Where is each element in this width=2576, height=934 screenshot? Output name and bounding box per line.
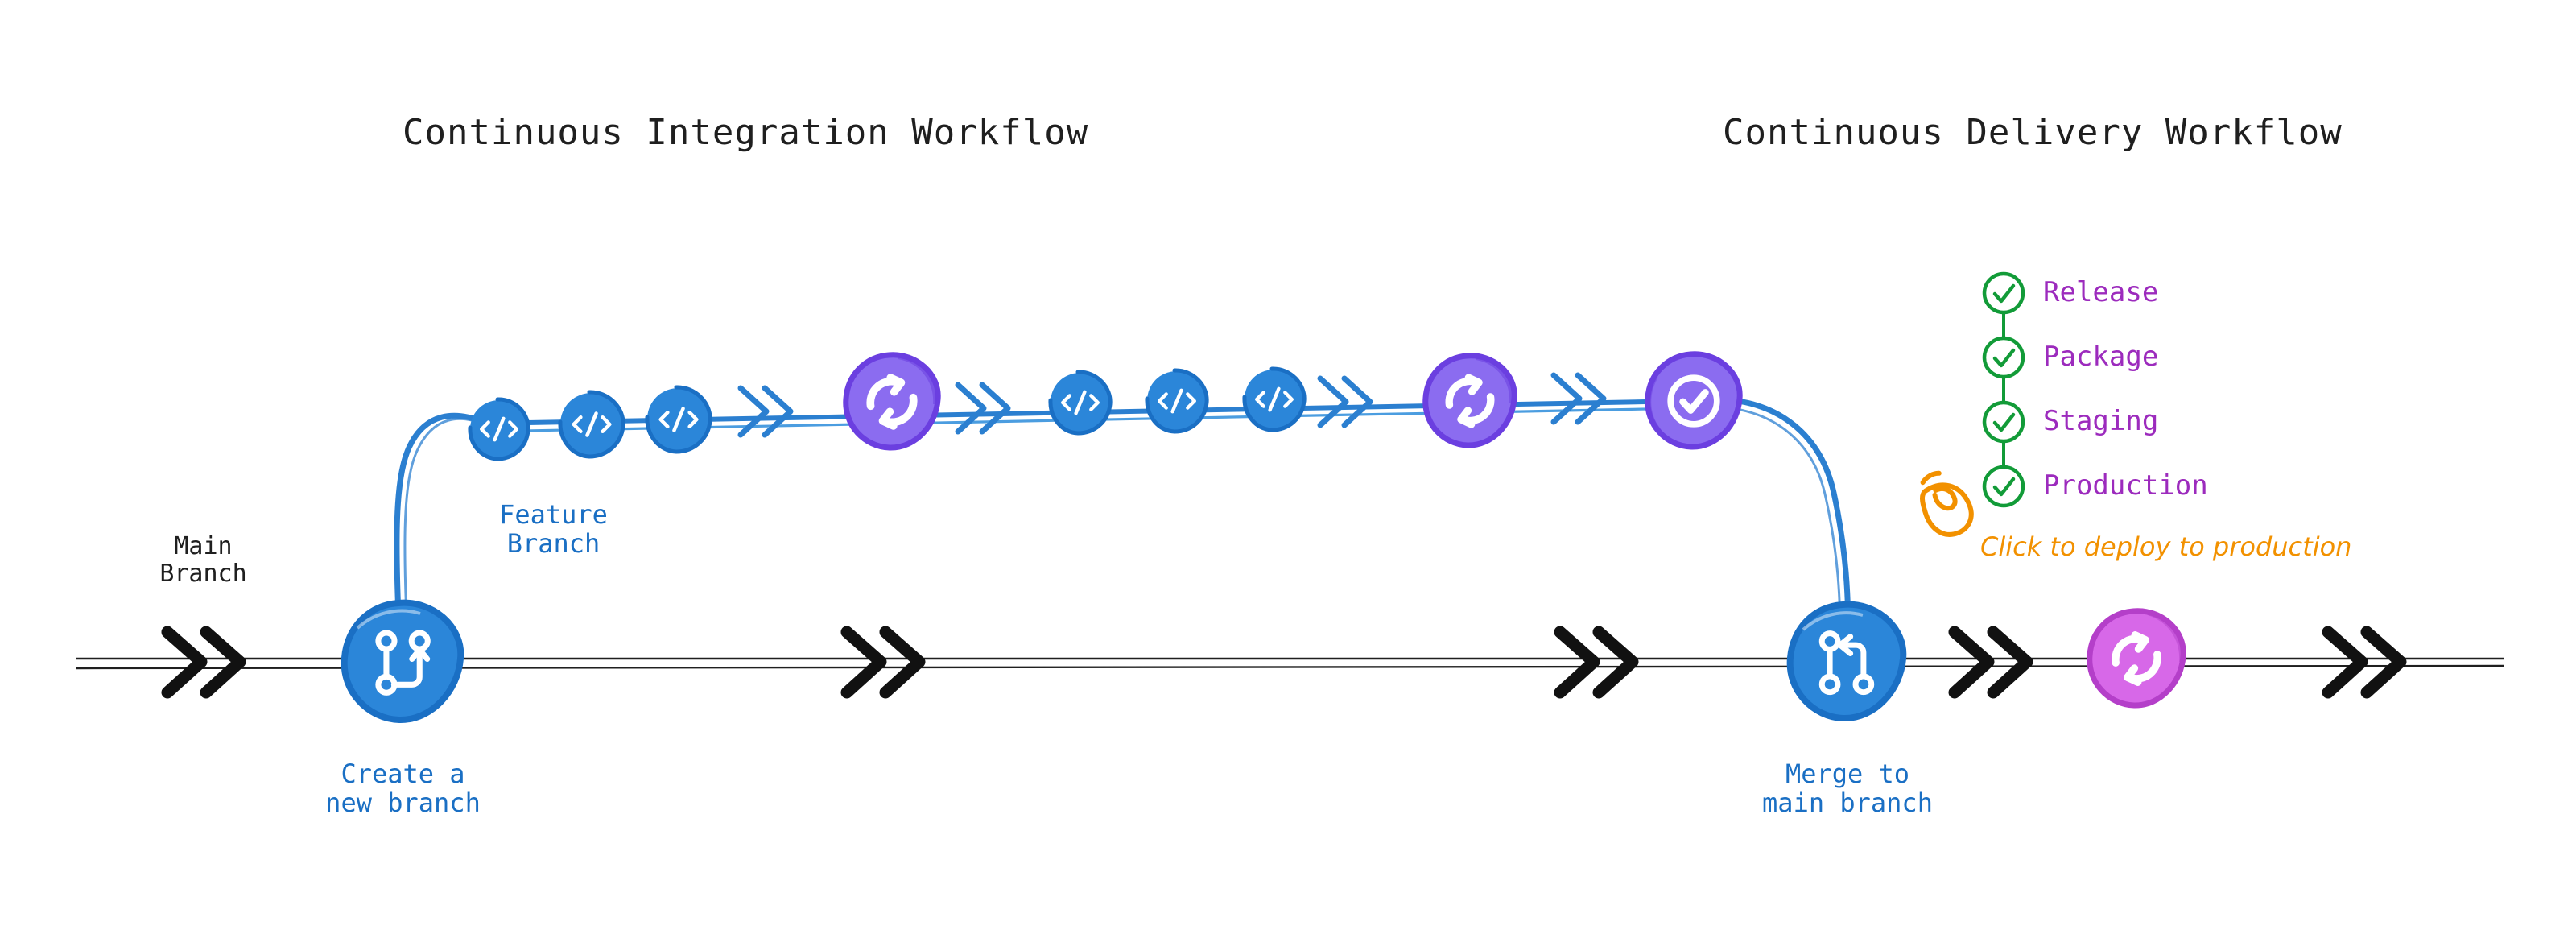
commit-node-6[interactable]	[1242, 366, 1307, 432]
commit-node-5[interactable]	[1145, 368, 1209, 434]
commit-node-1[interactable]	[468, 397, 530, 461]
mouse-cursor-icon[interactable]	[1913, 466, 1977, 542]
create-branch-node[interactable]	[341, 599, 464, 724]
feature-line-chevrons	[737, 372, 1607, 438]
checklist-label-release[interactable]: Release	[2043, 276, 2159, 308]
commit-node-3[interactable]	[645, 385, 712, 454]
merge-node[interactable]	[1786, 601, 1907, 722]
checklist-item-package-icon[interactable]	[1982, 336, 2025, 379]
deploy-node[interactable]	[2087, 608, 2186, 709]
cd-workflow-title: Continuous Delivery Workflow	[1723, 112, 2343, 153]
verify-node[interactable]	[1645, 351, 1743, 450]
feature-branch-label: Feature Branch	[499, 499, 608, 559]
checklist-label-staging[interactable]: Staging	[2043, 405, 2159, 437]
main-line-chevrons	[161, 626, 2407, 699]
build-node-1[interactable]	[843, 352, 941, 451]
checklist-item-staging-icon[interactable]	[1982, 400, 2025, 444]
main-branch-label: Main Branch	[159, 532, 247, 588]
feature-branch-curve-out	[394, 412, 488, 663]
deploy-hint-text: Click to deploy to production	[1980, 531, 2352, 562]
commit-node-2[interactable]	[558, 390, 625, 459]
merge-main-label: Merge to main branch	[1762, 758, 1933, 818]
feature-branch-curve-in	[1719, 396, 1852, 639]
build-node-2[interactable]	[1422, 353, 1517, 448]
ci-workflow-title: Continuous Integration Workflow	[402, 112, 1089, 153]
commit-node-4[interactable]	[1048, 370, 1113, 436]
checklist-item-release-icon[interactable]	[1982, 271, 2025, 315]
checklist-item-production-icon[interactable]	[1982, 465, 2025, 508]
checklist-label-production[interactable]: Production	[2043, 469, 2208, 502]
create-branch-label: Create a new branch	[325, 758, 481, 818]
checklist-label-package[interactable]: Package	[2043, 341, 2159, 373]
